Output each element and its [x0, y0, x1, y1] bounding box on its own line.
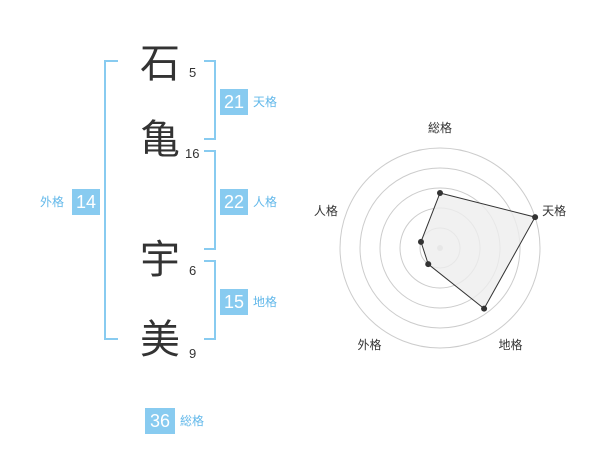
radar-polygon — [420, 192, 536, 310]
radar-point-2 — [481, 305, 488, 312]
stroke-count-3: 6 — [189, 263, 197, 278]
name-char-1: 石 — [140, 41, 180, 87]
radar-point-4 — [417, 238, 424, 245]
radar-ring — [359, 167, 521, 329]
gaikaku-value: 14 — [72, 189, 100, 215]
soukaku-label: 総格 — [180, 414, 205, 428]
radar-axis-label: 総格 — [428, 120, 452, 135]
stroke-count-4: 9 — [189, 346, 197, 361]
radar-point-3 — [425, 261, 432, 268]
radar-ring — [339, 147, 541, 349]
radar-point-0 — [437, 190, 443, 196]
tenkaku-value: 21 — [220, 89, 248, 115]
name-char-3: 宇 — [140, 237, 180, 283]
stroke-count-2: 16 — [185, 146, 200, 161]
stroke-count-1: 5 — [189, 65, 197, 80]
gaikaku-label: 外格 — [40, 195, 65, 209]
radar-point-1 — [532, 214, 539, 221]
radar-axis-label: 外格 — [357, 337, 381, 352]
radar-axis-label: 地格 — [499, 337, 523, 352]
radar-axis-label: 人格 — [314, 203, 338, 218]
radar-axis-label: 天格 — [542, 203, 566, 218]
name-char-4: 美 — [140, 317, 180, 363]
chikaku-label: 地格 — [253, 295, 278, 309]
chikaku-value: 15 — [220, 289, 248, 315]
jinkaku-label: 人格 — [253, 195, 278, 209]
tenkaku-label: 天格 — [253, 95, 278, 109]
soukaku-value: 36 — [145, 408, 175, 434]
name-char-2: 亀 — [140, 117, 180, 163]
jinkaku-value: 22 — [220, 189, 248, 215]
